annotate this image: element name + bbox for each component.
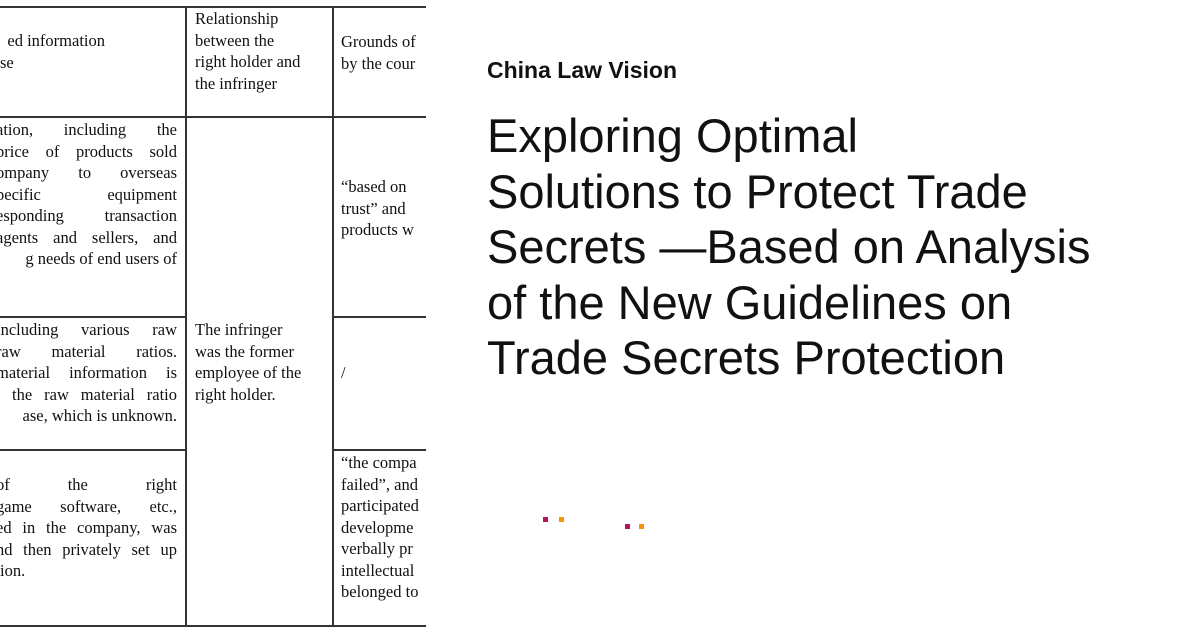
decorative-dot [625, 524, 630, 529]
text-line: / [341, 363, 346, 382]
article-headline: Exploring Optimal Solutions to Protect T… [487, 108, 1187, 386]
row3-col3: “the compa failed”, and participated dev… [341, 452, 426, 603]
text-line: products w [341, 220, 414, 239]
text-line: raw material ratios. [0, 341, 177, 361]
text-line: intellectual [341, 560, 415, 580]
table-border [185, 6, 187, 626]
text-line: “the compa [341, 453, 417, 472]
text-line: ed information [7, 31, 105, 50]
text-line: “based on [341, 177, 407, 196]
row2-col1: including various raw raw material ratio… [0, 319, 177, 427]
row2-col3: / [341, 362, 426, 384]
text-line: was the former [195, 341, 294, 361]
headline-line: Trade Secrets Protection [487, 331, 1006, 384]
decorative-dot [639, 524, 644, 529]
text-line: price of products sold [0, 141, 177, 161]
merged-col2: The infringer was the former employee of… [195, 319, 330, 405]
text-line: pecific equipment [0, 184, 177, 204]
text-line: game software, etc., [0, 496, 177, 516]
table-border [332, 316, 426, 318]
table-border [0, 116, 426, 118]
text-line: right holder. [195, 384, 276, 404]
brand-name: China Law Vision [487, 57, 677, 83]
text-line: ation, including the [0, 120, 177, 139]
text-line: by the cour [341, 53, 416, 73]
headline-line: of the New Guidelines on [487, 275, 1013, 329]
decorative-dot [543, 517, 548, 522]
text-line: esponding transaction [0, 206, 177, 225]
text-line: material information is [0, 363, 177, 382]
row1-col3: “based on trust” and products w [341, 176, 426, 241]
text-line: ompany to overseas [0, 163, 177, 182]
header-col1: ed information se [0, 30, 180, 73]
text-line: g needs of end users of [25, 249, 177, 268]
text-line: employee of the [195, 363, 302, 382]
headline-line: Exploring Optimal [487, 109, 858, 162]
trade-secret-table-image: ed information se Relationship between t… [0, 0, 426, 630]
row3-col1: of the right game software, etc., ed in … [0, 474, 177, 582]
text-line: of the right [0, 475, 177, 494]
text-line: between the [195, 30, 275, 50]
text-line: developme [341, 517, 414, 537]
text-line: the infringer [195, 73, 278, 93]
text-line: ed in the company, was [0, 518, 177, 537]
text-line: agents and sellers, and [0, 227, 177, 247]
text-line: Relationship [195, 9, 279, 28]
text-line: , the raw material ratio [0, 384, 177, 404]
text-line: failed”, and [341, 474, 418, 494]
header-col3: Grounds of by the cour [341, 31, 426, 74]
text-line: including various raw [0, 320, 177, 339]
text-line: The infringer [195, 320, 283, 339]
table-border [0, 316, 185, 318]
text-line: right holder and [195, 52, 301, 71]
decorative-dot [559, 517, 564, 522]
headline-line: Secrets —Based on Analysis [487, 220, 1091, 273]
row1-col1: ation, including the price of products s… [0, 119, 177, 270]
table-border [0, 625, 426, 627]
text-line: ion. [0, 561, 26, 580]
text-line: belonged to [341, 582, 419, 601]
header-col2: Relationship between the right holder an… [195, 8, 330, 94]
text-line: participated [341, 496, 419, 515]
text-line: verbally pr [341, 539, 413, 558]
table-border [332, 449, 426, 451]
text-line: ase, which is unknown. [22, 406, 177, 425]
text-line: nd then privately set up [0, 539, 177, 559]
text-line: Grounds of [341, 32, 416, 51]
table-border [0, 6, 426, 8]
table-border [0, 449, 185, 451]
text-line: se [0, 52, 14, 72]
headline-line: Solutions to Protect Trade [487, 164, 1028, 218]
text-line: trust” and [341, 198, 406, 218]
table-border [332, 6, 334, 626]
